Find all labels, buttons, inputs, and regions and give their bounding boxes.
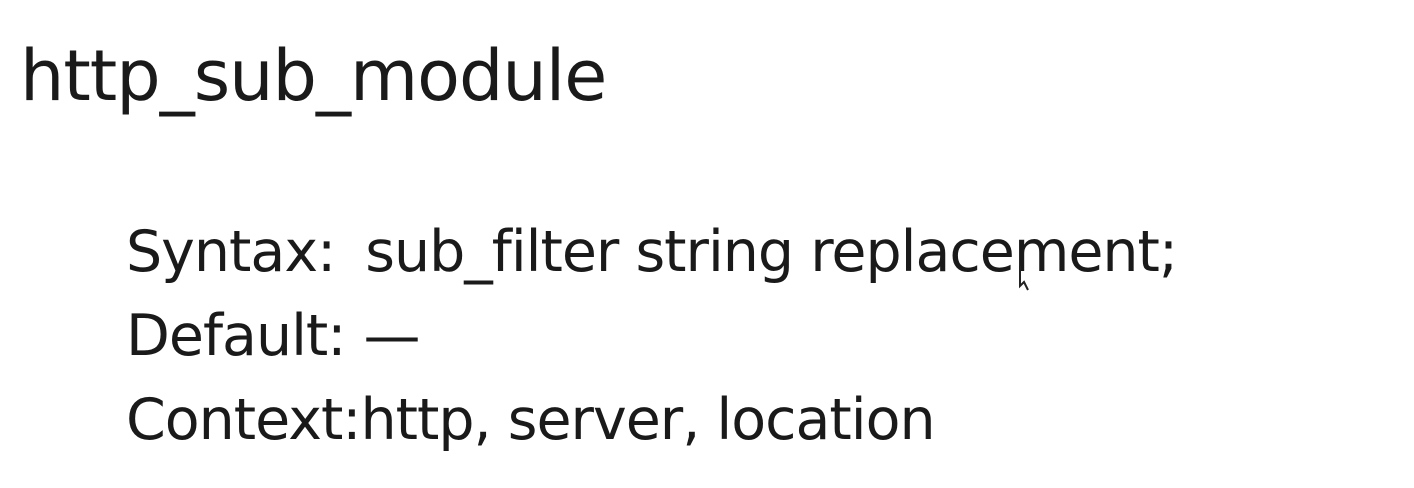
default-label: Default:	[126, 303, 346, 369]
context-row: Context:http, server, location	[126, 378, 1177, 462]
context-label: Context:	[126, 387, 362, 453]
syntax-value: sub_filter string replacement;	[365, 219, 1178, 285]
context-value: http, server, location	[360, 387, 936, 453]
syntax-label: Syntax:	[126, 219, 336, 285]
default-row: Default: —	[126, 294, 1177, 378]
syntax-row: Syntax: sub_filter string replacement;	[126, 210, 1178, 294]
directive-spec: Syntax: sub_filter string replacement; De…	[126, 210, 1178, 462]
module-title: http_sub_module	[20, 35, 607, 117]
text-cursor-icon	[1019, 266, 1029, 291]
default-value: —	[363, 303, 420, 369]
